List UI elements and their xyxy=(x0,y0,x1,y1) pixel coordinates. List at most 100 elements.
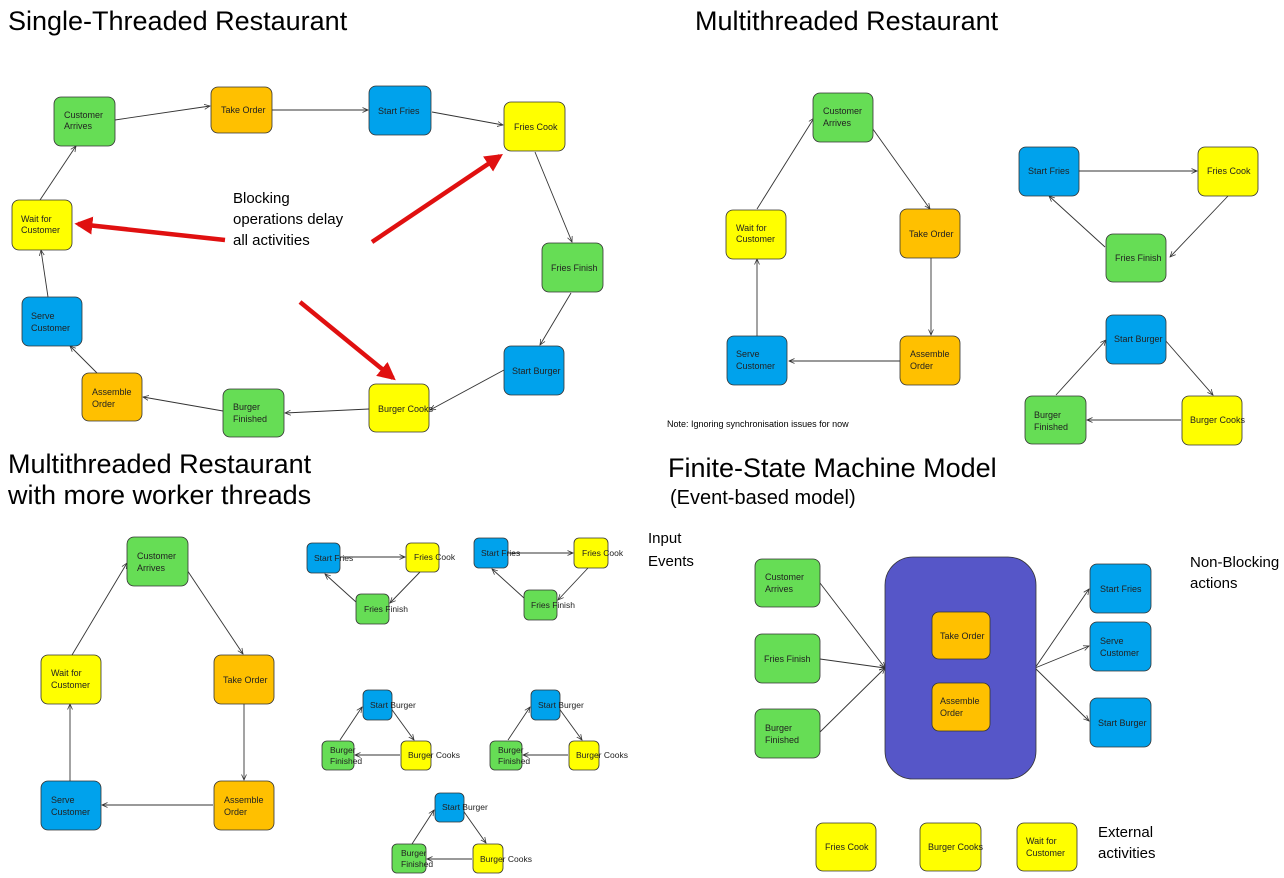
svg-text:Take Order: Take Order xyxy=(223,675,268,685)
fsm-subtitle: (Event-based model) xyxy=(670,487,856,509)
fries-cook-node xyxy=(405,542,440,573)
svg-text:Take Order: Take Order xyxy=(221,105,266,115)
fries-finish-node: Fries Finish xyxy=(1105,233,1167,283)
edge xyxy=(819,658,885,668)
start-fries-node xyxy=(473,537,509,569)
start-burger-node: Start Burger xyxy=(1089,697,1152,748)
take-order-node: Take Order xyxy=(899,208,961,259)
edge xyxy=(430,369,505,410)
svg-text:Fries Cook: Fries Cook xyxy=(414,552,456,562)
svg-text:Take Order: Take Order xyxy=(940,631,985,641)
edge xyxy=(41,250,49,298)
svg-text:Fries Cook: Fries Cook xyxy=(1207,166,1251,176)
svg-text:Start Fries: Start Fries xyxy=(1028,166,1070,176)
edge xyxy=(114,106,210,121)
svg-text:Take Order: Take Order xyxy=(909,229,954,239)
svg-text:Fries Finish: Fries Finish xyxy=(764,654,811,664)
non-blocking-label: Non-Blocking actions xyxy=(1190,554,1283,592)
take-order-node: Take Order xyxy=(931,611,991,660)
start-burger-node xyxy=(362,689,393,721)
burger-cooks-node xyxy=(472,843,504,874)
external-activities-label: External activities xyxy=(1098,824,1157,862)
edge xyxy=(534,151,572,242)
svg-text:Fries Cook: Fries Cook xyxy=(514,122,558,132)
edge xyxy=(1034,589,1089,669)
fries-cook-node: Fries Cook xyxy=(815,822,877,872)
burger-finished-node xyxy=(391,843,427,874)
edge xyxy=(431,111,503,125)
svg-text:Fries Finish: Fries Finish xyxy=(531,600,575,610)
fries-finish-node xyxy=(355,593,390,625)
start-burger-node xyxy=(434,792,465,823)
fsm-title: Finite-State Machine Model xyxy=(668,453,997,483)
svg-text:Start Fries: Start Fries xyxy=(378,106,420,116)
edge xyxy=(1034,667,1089,721)
edge xyxy=(1034,646,1089,669)
svg-text:Fries Cook: Fries Cook xyxy=(825,842,869,852)
fries-cook-node xyxy=(573,537,609,569)
burger-cooks-node: Burger Cooks xyxy=(1181,395,1246,446)
fries-finish-node: Fries Finish xyxy=(541,242,604,293)
edge xyxy=(70,346,98,374)
svg-text:Start Burger: Start Burger xyxy=(442,802,488,812)
multithreaded-title: Multithreaded Restaurant xyxy=(695,6,999,36)
edge xyxy=(869,124,930,209)
burger-cooks-node xyxy=(400,740,432,771)
edge xyxy=(1164,339,1213,395)
svg-text:Start Burger: Start Burger xyxy=(538,700,584,710)
fries-thread-b: Start Fries Fries Cook Fries Finish xyxy=(473,537,624,621)
burger-cooks-node: Burger Cooks xyxy=(919,822,984,872)
blocking-arrow-down xyxy=(298,300,396,381)
fries-finish-node: Fries Finish xyxy=(754,633,821,684)
edge xyxy=(819,582,885,668)
svg-text:Start Burger: Start Burger xyxy=(1098,718,1147,728)
start-fries-node: Start Fries xyxy=(368,85,432,136)
single-threaded-title: Single-Threaded Restaurant xyxy=(8,6,348,36)
start-fries-node: Start Fries xyxy=(1018,146,1080,197)
svg-text:Fries Finish: Fries Finish xyxy=(1115,253,1162,263)
input-events-label: Input Events xyxy=(648,530,694,570)
edge xyxy=(285,408,370,413)
start-burger-node: Start Burger xyxy=(503,345,565,396)
svg-text:Fries Finish: Fries Finish xyxy=(364,604,408,614)
edge xyxy=(819,668,885,733)
svg-text:Start Fries: Start Fries xyxy=(481,548,520,558)
fries-cook-node: Fries Cook xyxy=(1197,146,1259,197)
svg-text:Fries Finish: Fries Finish xyxy=(551,263,598,273)
edge xyxy=(39,146,76,201)
